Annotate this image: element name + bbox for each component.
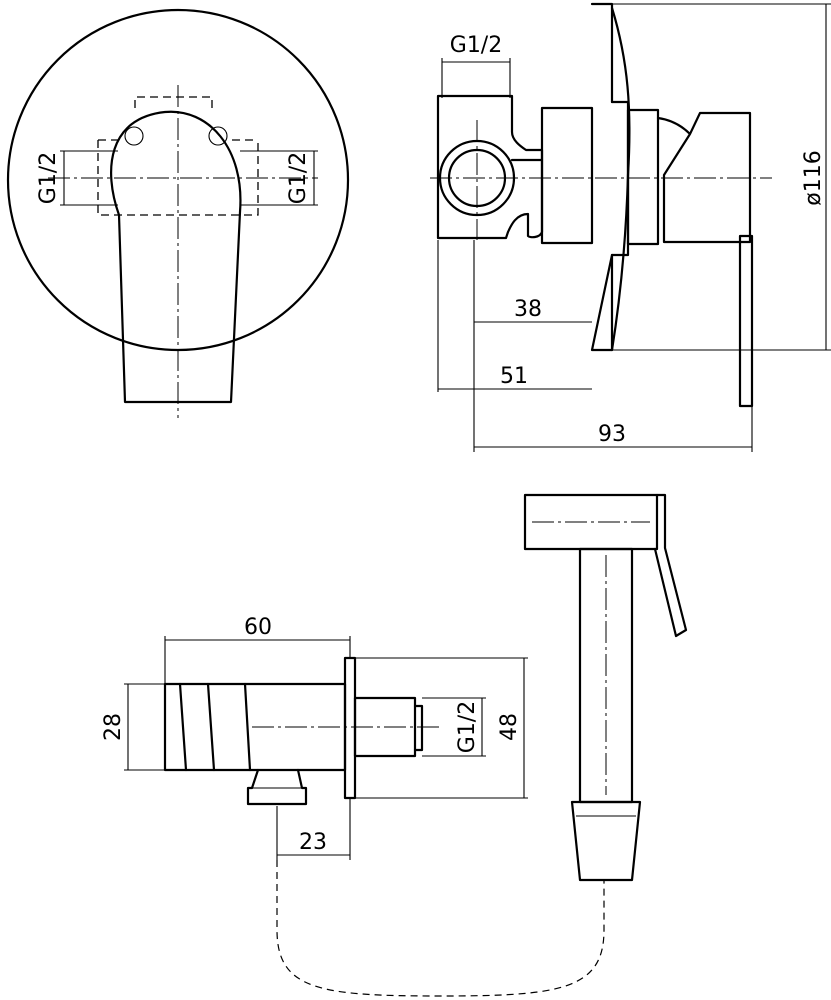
holder-flange	[343, 656, 357, 800]
lever-handle-front	[109, 110, 242, 404]
holder-cradle	[178, 682, 252, 772]
lever-handle-side	[656, 111, 752, 244]
shower-trigger	[653, 493, 688, 638]
dim-label-23: 23	[299, 830, 327, 855]
front-view: G1/2 G1/2	[6, 8, 350, 418]
hand-shower	[523, 493, 688, 882]
cartridge-body	[540, 106, 594, 245]
lever-pin-left	[124, 126, 144, 146]
dim-label-thread-left: G1/2	[36, 152, 61, 204]
dim-label-51: 51	[500, 364, 528, 389]
lever-pin-right	[208, 126, 228, 146]
dim-label-28: 28	[101, 713, 126, 741]
dim-label-thread-holder: G1/2	[455, 701, 480, 753]
dim-label-93: 93	[598, 422, 626, 447]
hose-hidden	[276, 860, 605, 997]
dim-label-thread-top: G1/2	[450, 33, 502, 58]
cover-plate-dome	[610, 6, 631, 352]
shower-hose-nipple	[570, 800, 642, 882]
hose-connector-nut	[246, 768, 308, 806]
stem-ring	[626, 108, 660, 246]
lever-handle-blade	[738, 234, 754, 408]
dim-label-48: 48	[497, 713, 522, 741]
dim-label-thread-right: G1/2	[286, 152, 311, 204]
holder-view: 60 28 G1/2 48 23	[101, 615, 605, 997]
side-view: G1/2 ø116 38 51 93	[430, 2, 831, 452]
dim-label-60: 60	[244, 615, 272, 640]
dim-label-diameter: ø116	[801, 150, 826, 205]
cover-plate-side	[590, 2, 614, 352]
thread-end	[413, 704, 424, 752]
inlet-body	[436, 94, 544, 240]
dim-label-38: 38	[514, 297, 542, 322]
